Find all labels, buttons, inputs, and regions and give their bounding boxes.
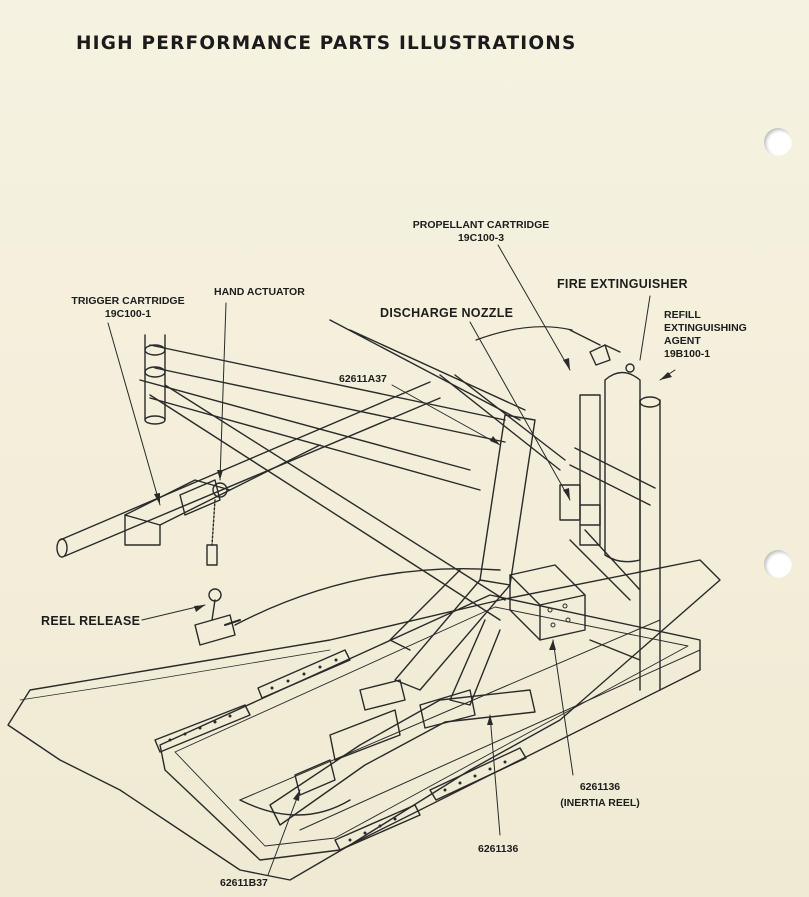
trigger-cartridge-name: TRIGGER CARTRIDGE <box>71 295 185 307</box>
refill-line2: EXTINGUISHING <box>664 322 747 334</box>
seat-frame <box>159 594 701 861</box>
bolt-strip-1 <box>154 704 251 753</box>
floor-panel <box>7 559 721 881</box>
binder-hole-top <box>764 128 792 156</box>
label-reel-release: REEL RELEASE <box>41 614 141 628</box>
inertia-reel-part: 6261136 <box>579 781 621 793</box>
propellant-valve <box>589 344 611 366</box>
propellant-cartridge-name: PROPELLANT CARTRIDGE <box>412 219 550 231</box>
front-cross-tube <box>59 381 441 557</box>
label-belt-6261136: 6261136 <box>478 843 519 855</box>
refill-line1: REFILL <box>664 309 701 321</box>
label-trigger-cartridge: TRIGGER CARTRIDGE 19C100-1 <box>71 295 184 321</box>
label-discharge-nozzle: DISCHARGE NOZZLE <box>380 306 514 320</box>
label-inertia-reel: 6261136 (INERTIA REEL) <box>560 781 640 810</box>
label-hand-actuator: HAND ACTUATOR <box>214 286 305 298</box>
binder-hole-bottom <box>764 550 792 578</box>
refill-line3: AGENT <box>664 335 701 347</box>
inertia-reel <box>509 564 586 641</box>
refill-part: 19B100-1 <box>664 348 711 360</box>
extinguisher-bottle <box>604 371 641 563</box>
page-title: HIGH PERFORMANCE PARTS ILLUSTRATIONS <box>76 33 577 54</box>
lap-belt <box>269 689 536 826</box>
label-62611b37: 62611B37 <box>220 877 268 889</box>
propellant-cartridge-part: 19C100-3 <box>457 232 505 244</box>
inertia-reel-note: (INERTIA REEL) <box>560 797 640 809</box>
buckle-left <box>329 709 401 761</box>
label-fire-extinguisher: FIRE EXTINGUISHER <box>557 277 688 291</box>
label-propellant-cartridge: PROPELLANT CARTRIDGE 19C100-3 <box>413 219 550 245</box>
reel-release-handle <box>194 614 236 646</box>
bolt-strip-3 <box>429 747 527 801</box>
upper-cross-tube <box>149 344 506 443</box>
discharge-nozzle <box>559 484 581 521</box>
hand-actuator <box>212 482 228 498</box>
buckle-right <box>419 689 476 729</box>
shoulder-strap-1 <box>479 414 536 586</box>
label-refill: REFILL EXTINGUISHING AGENT 19B100-1 <box>664 309 747 361</box>
tube-right <box>569 447 656 506</box>
label-62611a37: 62611A37 <box>339 373 387 385</box>
bolt-strip-2 <box>257 649 351 699</box>
bolt-strip-4 <box>334 804 421 851</box>
leader-lines <box>107 244 676 876</box>
trigger-cartridge-part: 19C100-1 <box>104 308 152 320</box>
